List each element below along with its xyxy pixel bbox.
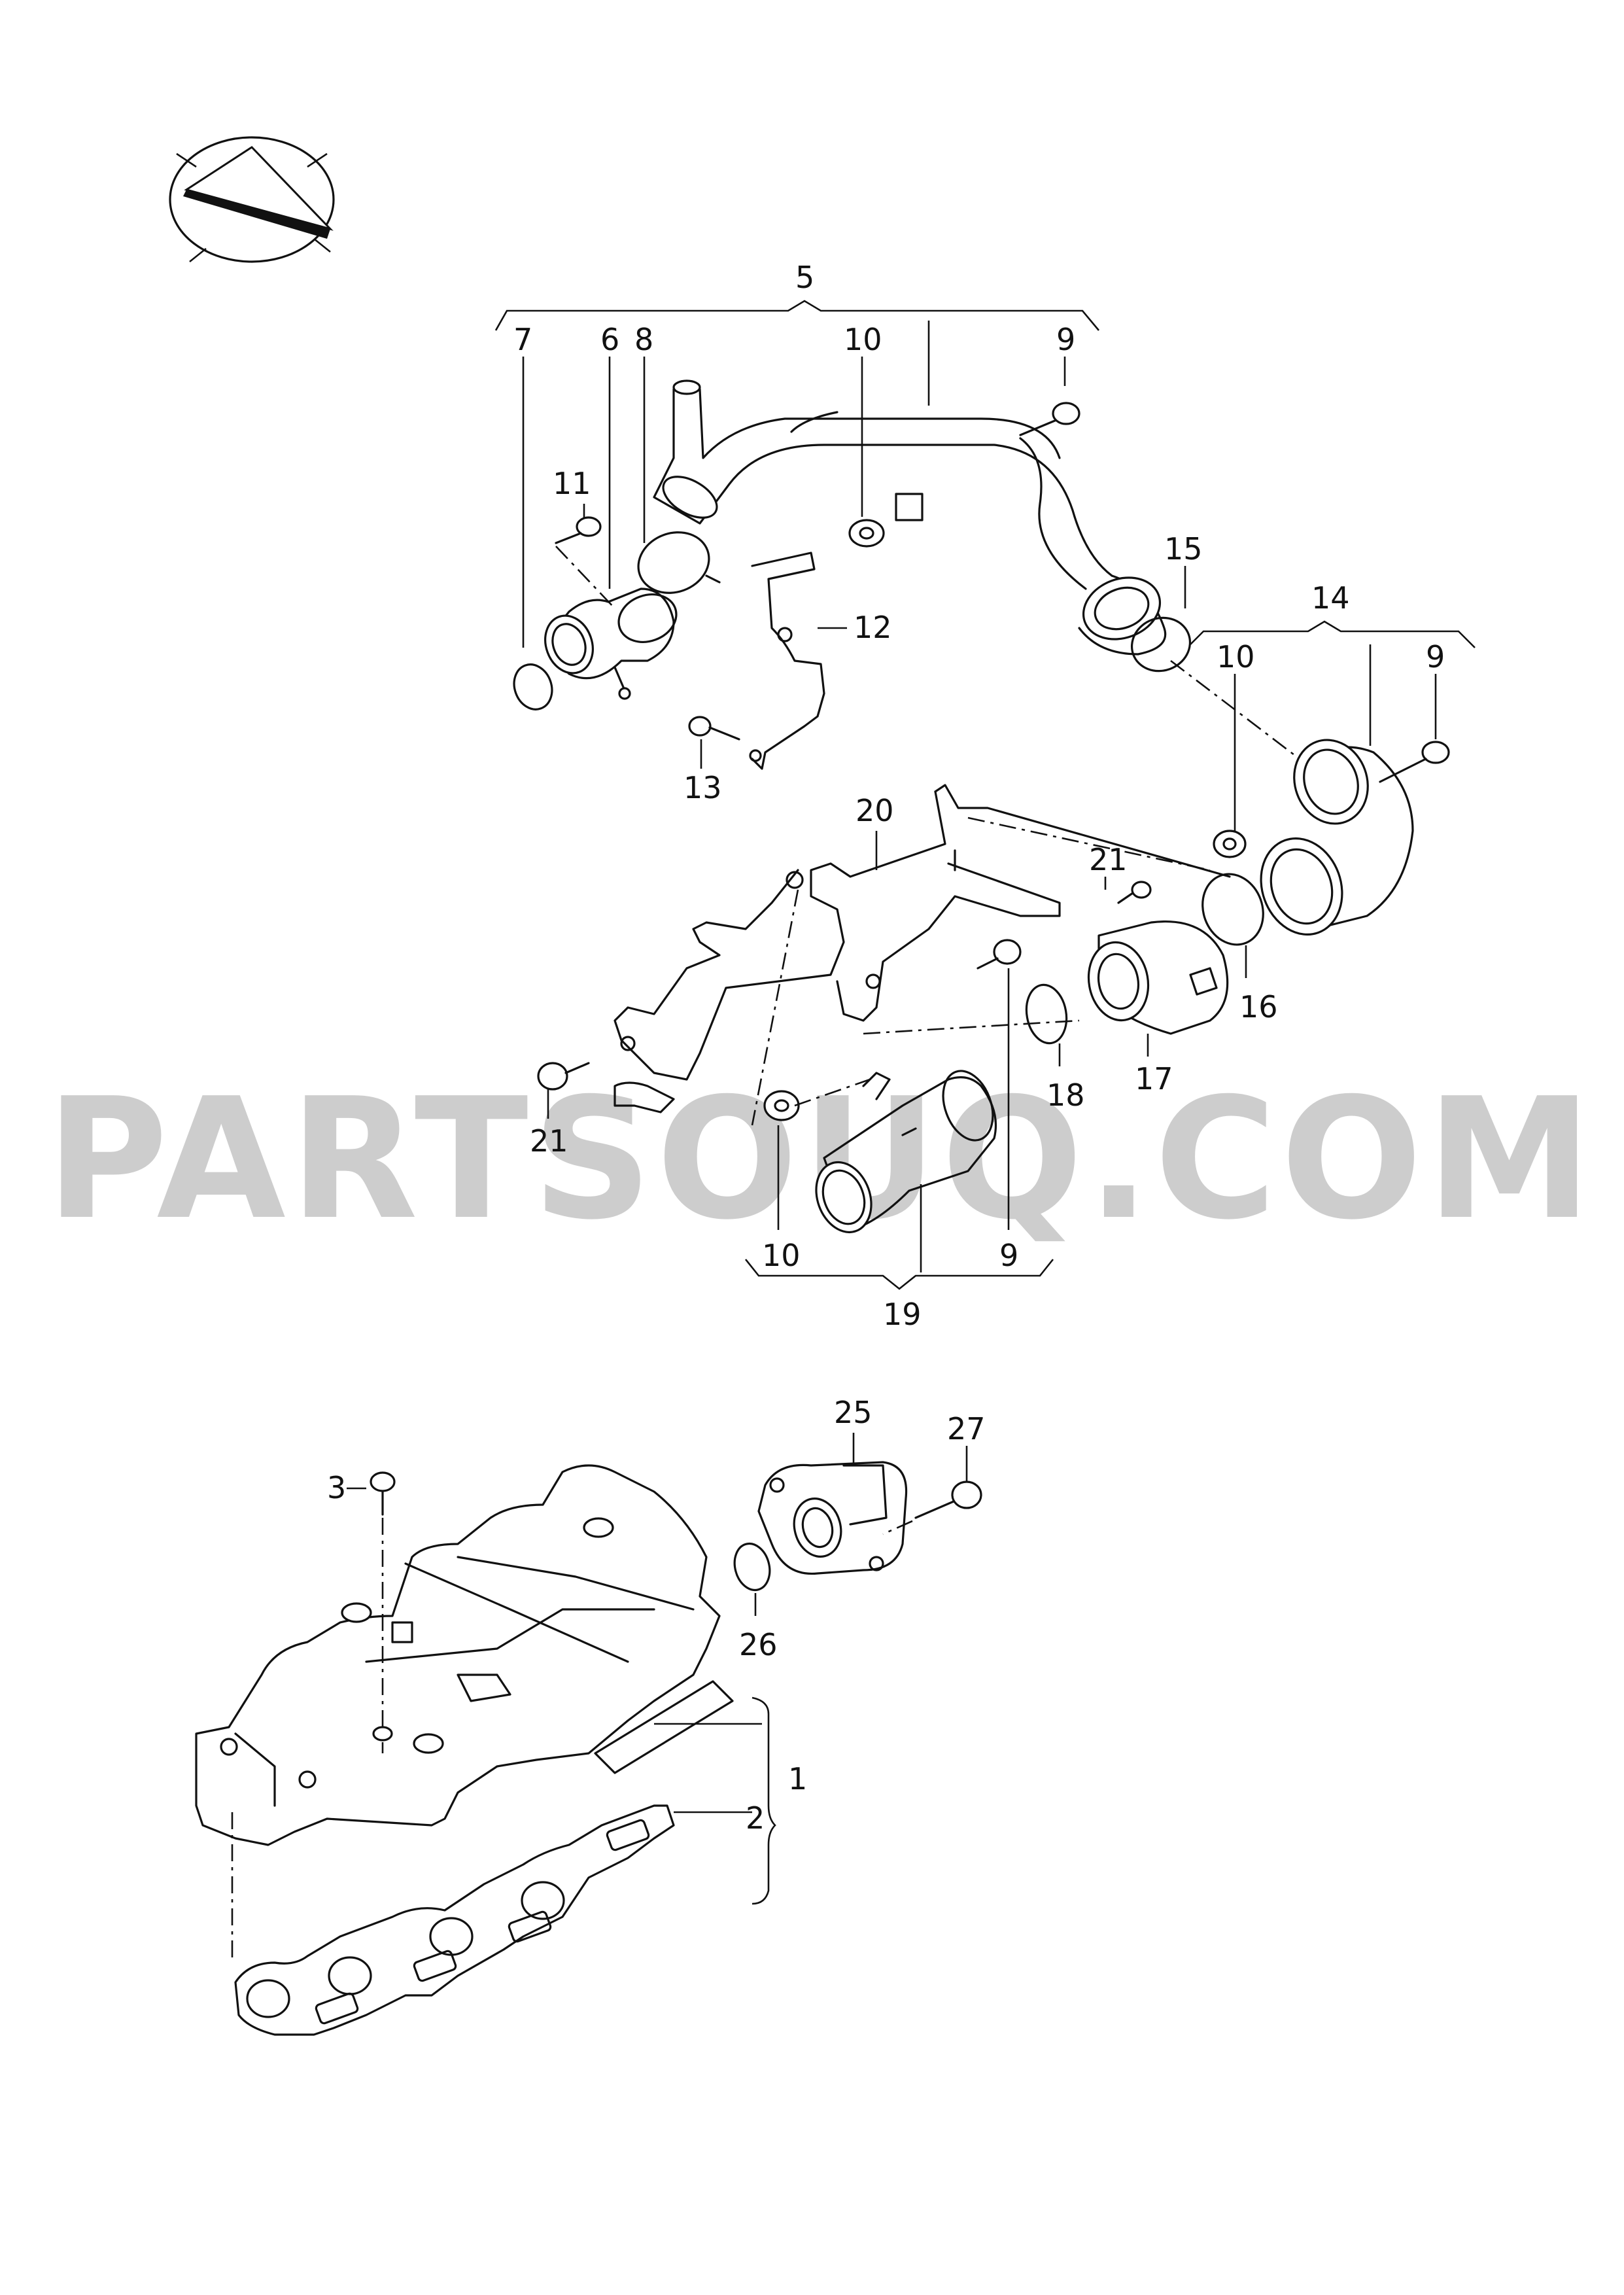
o-ring-7 — [513, 663, 553, 710]
callout-21-lower[interactable]: 21 — [530, 1123, 568, 1159]
bolt-3 — [370, 1471, 396, 1516]
callout-26[interactable]: 26 — [739, 1627, 778, 1662]
callout-6[interactable]: 6 — [600, 322, 619, 357]
throttle-body-17 — [1087, 920, 1229, 1035]
callout-20[interactable]: 20 — [855, 793, 894, 828]
o-ring-18 — [1025, 983, 1068, 1045]
callout-9-upper[interactable]: 9 — [1056, 322, 1075, 357]
watermark: PARTSOUQ.COM — [46, 1062, 1597, 1257]
o-ring-26 — [733, 1542, 771, 1592]
callout-10-upper[interactable]: 10 — [844, 322, 882, 357]
clamp-16 — [1201, 873, 1264, 946]
inlet-pipe-19 — [815, 1070, 997, 1234]
bracket-group-14: 14 — [1190, 580, 1476, 648]
callout-14[interactable]: 14 — [1311, 580, 1350, 616]
callout-17[interactable]: 17 — [1135, 1061, 1173, 1096]
callout-25[interactable]: 25 — [834, 1395, 872, 1430]
callout-2[interactable]: 2 — [746, 1800, 765, 1836]
callout-27[interactable]: 27 — [947, 1411, 986, 1446]
callout-1[interactable]: 1 — [788, 1761, 807, 1796]
callout-12[interactable]: 12 — [854, 610, 892, 645]
callout-15[interactable]: 15 — [1164, 531, 1203, 567]
bracket-20 — [613, 784, 1231, 1113]
bracket-group-19: 19 — [744, 1259, 1054, 1332]
nut-10-right — [1213, 830, 1247, 858]
callout-13[interactable]: 13 — [683, 770, 722, 805]
callout-7[interactable]: 7 — [513, 322, 532, 357]
callout-3[interactable]: 3 — [327, 1470, 346, 1505]
bracket-group-5: 5 — [494, 260, 1099, 331]
intake-manifold-1 — [195, 1464, 734, 1846]
elbow-14 — [1260, 739, 1414, 936]
callout-9-lower[interactable]: 9 — [999, 1238, 1018, 1273]
bolt-11 — [555, 516, 602, 544]
bolt-9-upper — [1019, 402, 1080, 436]
adapter-6 — [544, 587, 678, 700]
callout-8[interactable]: 8 — [634, 322, 653, 357]
clamp-15 — [1130, 616, 1192, 673]
nut-10-lower — [763, 1090, 800, 1121]
callout-11[interactable]: 11 — [553, 466, 591, 501]
callout-10-right[interactable]: 10 — [1217, 639, 1255, 674]
callout-16[interactable]: 16 — [1239, 989, 1278, 1025]
callout-9-right[interactable]: 9 — [1426, 639, 1445, 674]
callout-19[interactable]: 19 — [883, 1297, 922, 1332]
clamp-8 — [637, 531, 721, 594]
callout-10-lower[interactable]: 10 — [762, 1238, 801, 1273]
bolt-9-right — [1379, 741, 1450, 783]
bracket-12 — [749, 552, 825, 770]
intake-pipe — [653, 321, 1167, 656]
callout-18[interactable]: 18 — [1046, 1077, 1085, 1113]
callout-5[interactable]: 5 — [795, 260, 814, 295]
bolt-21-lower — [537, 1062, 590, 1091]
callout-21-upper[interactable]: 21 — [1089, 842, 1128, 877]
bolt-13 — [688, 716, 740, 741]
nut-10-upper — [848, 519, 885, 548]
bolt-9-lower — [976, 939, 1022, 970]
bolt-21-upper — [1117, 881, 1152, 904]
bolt-27 — [914, 1480, 982, 1519]
flange-25 — [757, 1461, 908, 1575]
orientation-arrow-icon — [169, 136, 335, 263]
gasket-2 — [234, 1804, 675, 2036]
